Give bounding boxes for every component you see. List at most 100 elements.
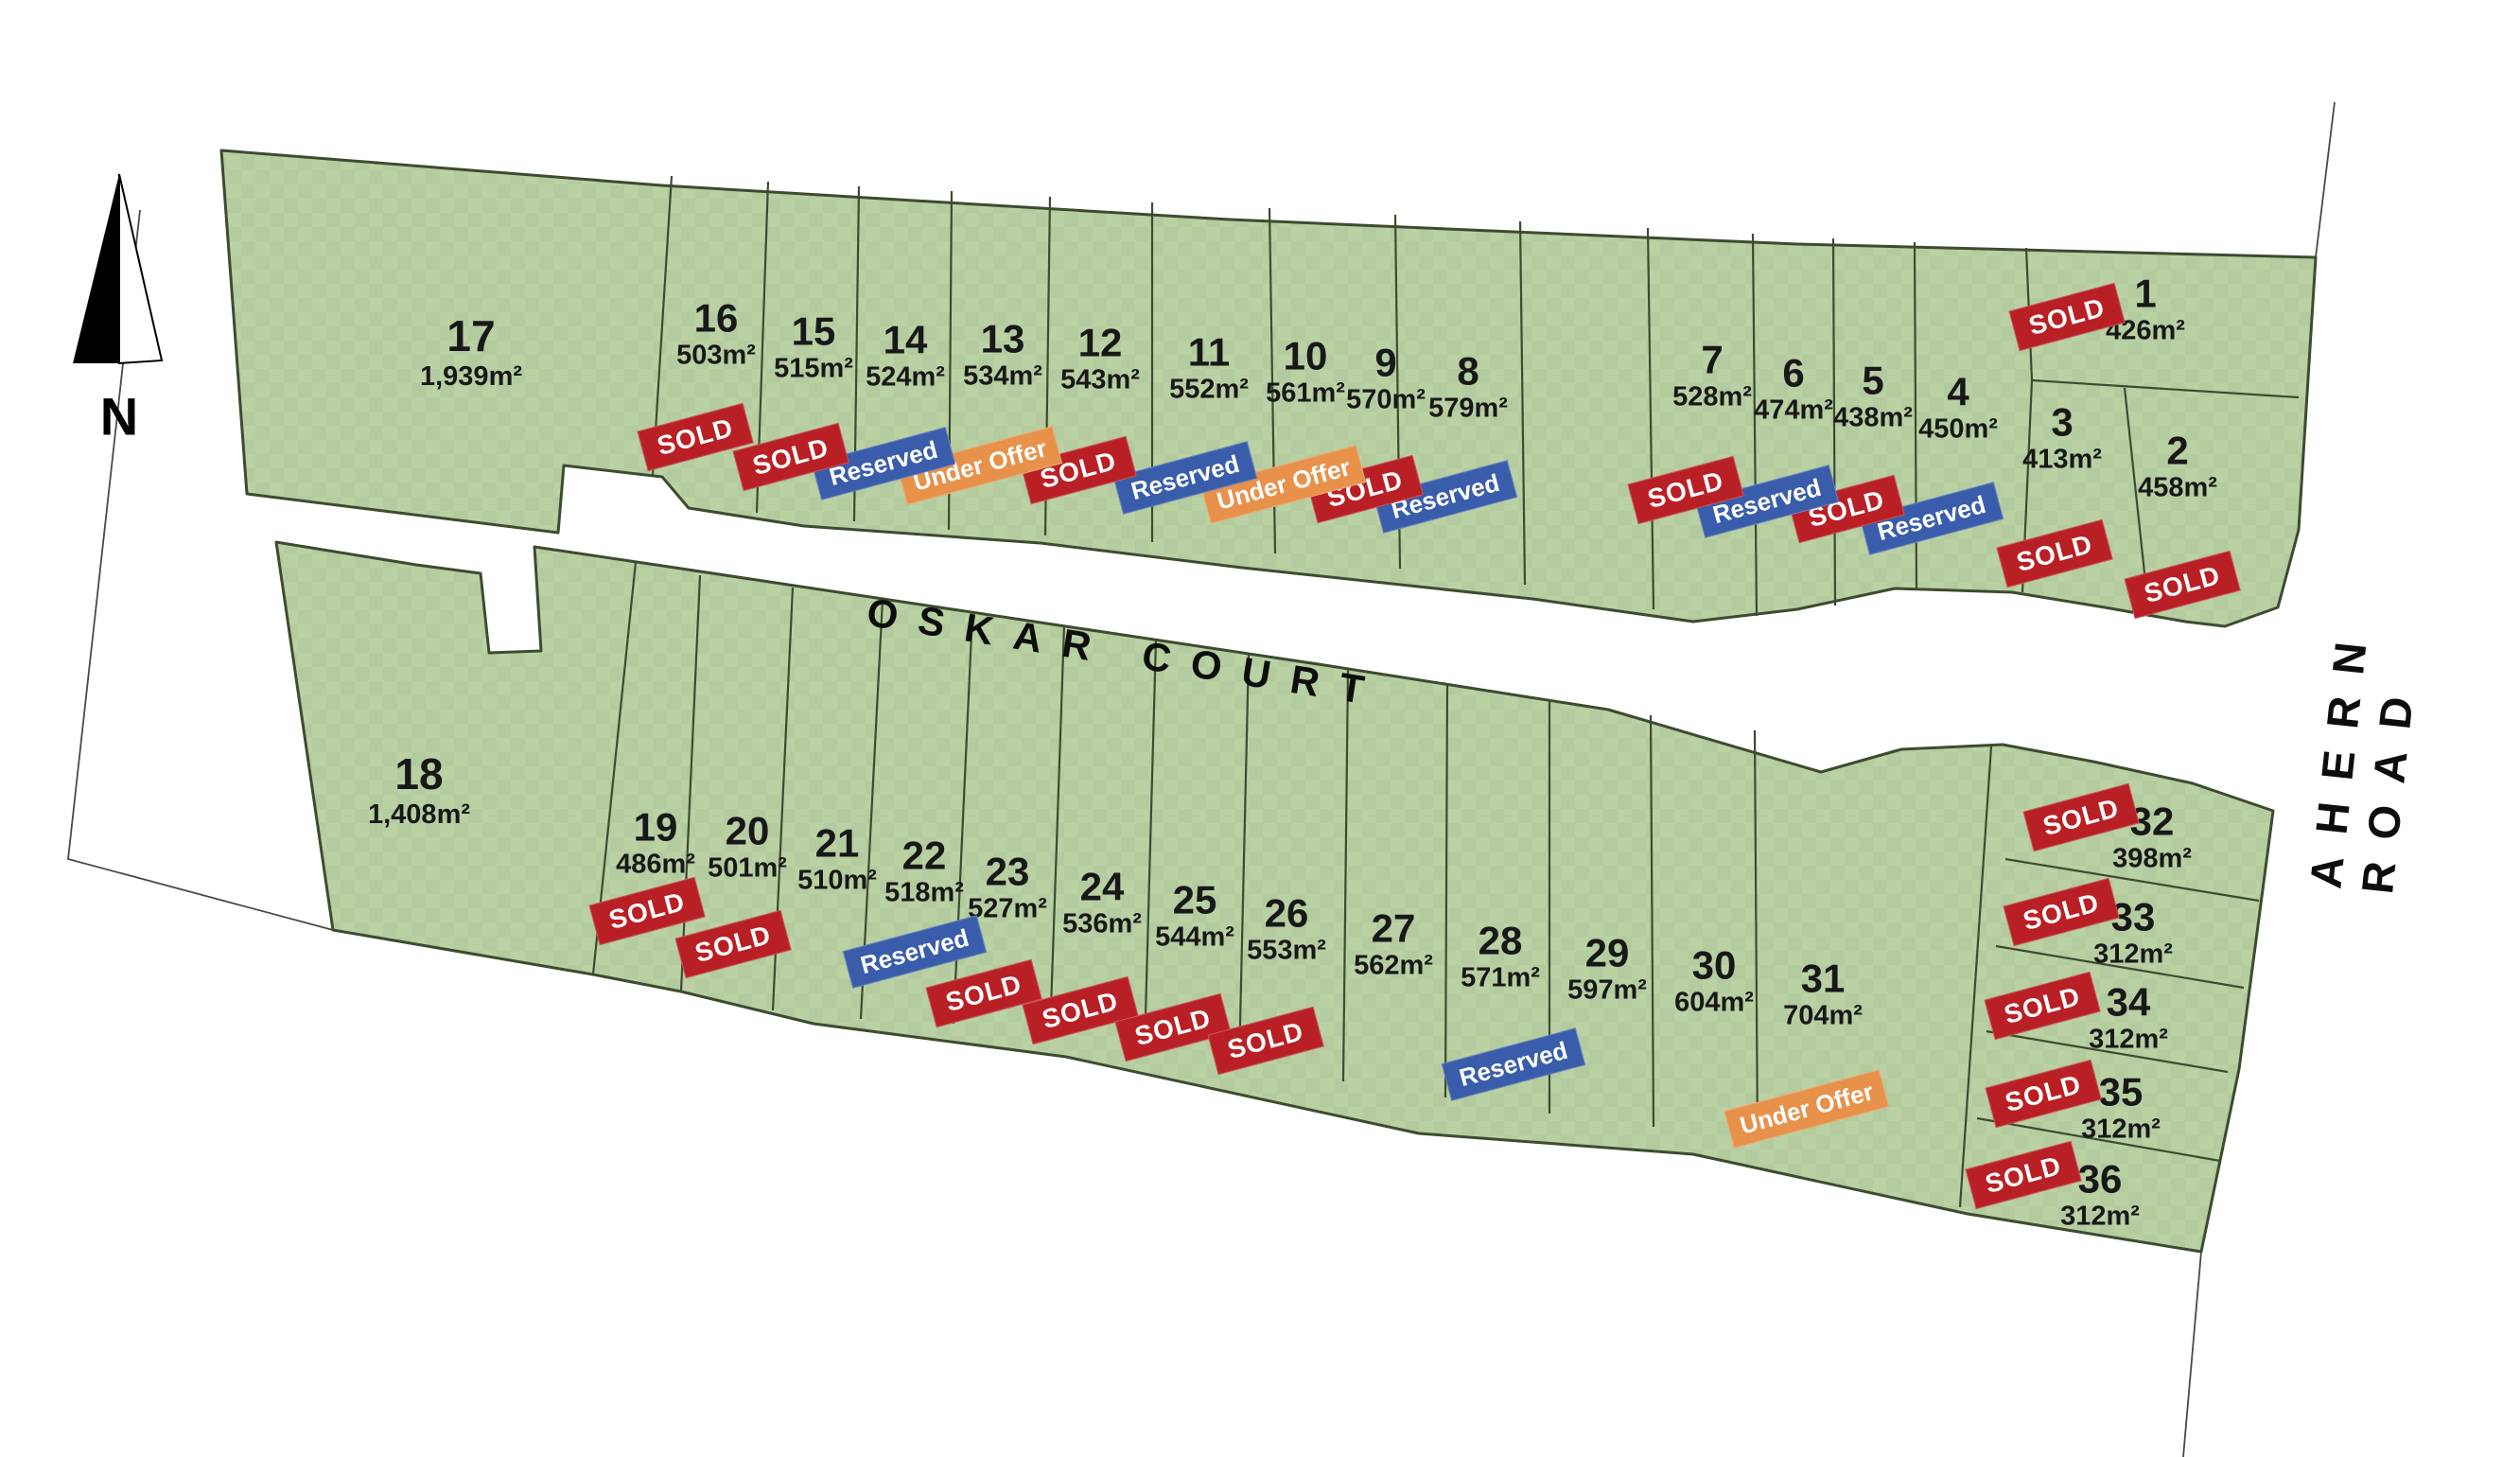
bottom-block-outline — [274, 540, 2275, 1254]
lot-area: 536m² — [1062, 908, 1142, 939]
lot-number: 36 — [2077, 1156, 2123, 1202]
lot-area: 527m² — [968, 893, 1047, 924]
lot-area: 571m² — [1461, 962, 1540, 993]
lot-area: 486m² — [616, 849, 695, 880]
lot-number: 10 — [1283, 333, 1328, 378]
lot-area: 704m² — [1783, 1000, 1863, 1031]
lot-area: 552m² — [1169, 374, 1249, 405]
lot-area: 579m² — [1428, 393, 1508, 424]
lot-area: 438m² — [1833, 402, 1913, 433]
lot-area: 312m² — [2093, 939, 2173, 970]
lot-area: 553m² — [1247, 935, 1326, 966]
lot-area: 544m² — [1155, 922, 1234, 953]
lot-area: 524m² — [866, 361, 945, 393]
lot-area: 501m² — [708, 852, 787, 884]
lot-number: 1 — [2134, 271, 2157, 316]
lot-area: 528m² — [1672, 381, 1752, 413]
lot-number: 23 — [985, 849, 1030, 894]
lot-number: 16 — [693, 295, 739, 341]
lot-number: 17 — [446, 311, 496, 361]
lot-number: 28 — [1478, 918, 1523, 963]
lot-number: 2 — [2166, 428, 2189, 473]
north-arrow-icon — [73, 173, 164, 365]
compass-north-label: N — [99, 386, 139, 447]
lot-number: 4 — [1947, 369, 1969, 414]
lot-number: 14 — [883, 317, 928, 362]
lot-area: 570m² — [1346, 384, 1426, 415]
lot-number: 27 — [1371, 905, 1416, 951]
lot-area: 458m² — [2138, 472, 2217, 503]
lot-area: 604m² — [1674, 987, 1754, 1018]
lot-number: 22 — [901, 833, 947, 878]
lot-number: 8 — [1457, 348, 1479, 394]
lot-area: 543m² — [1060, 364, 1140, 395]
lot-number: 3 — [2051, 399, 2074, 445]
lot-area: 1,408m² — [367, 799, 471, 830]
lot-number: 5 — [1862, 358, 1884, 403]
lot-number: 25 — [1172, 877, 1217, 922]
lot-area: 312m² — [2089, 1024, 2168, 1055]
lot-area: 312m² — [2081, 1114, 2161, 1145]
lot-area: 510m² — [797, 865, 877, 896]
lot-number: 6 — [1782, 350, 1805, 395]
lot-area: 518m² — [884, 877, 964, 908]
lot-number: 19 — [633, 804, 678, 850]
lot-number: 24 — [1079, 864, 1125, 909]
lot-number: 31 — [1800, 956, 1846, 1001]
lot-area: 450m² — [1918, 413, 1998, 445]
lot-area: 1,939m² — [419, 360, 523, 392]
lot-area: 503m² — [676, 340, 756, 371]
lot-area: 474m² — [1754, 395, 1833, 426]
external-boundary-lines — [67, 101, 2336, 1457]
lot-number: 12 — [1077, 320, 1123, 365]
lot-number: 29 — [1584, 930, 1630, 975]
lot-area: 515m² — [774, 353, 853, 384]
lot-area: 597m² — [1567, 974, 1647, 1006]
lot-number: 34 — [2106, 979, 2151, 1025]
lot-number: 20 — [725, 808, 770, 853]
lot-number: 15 — [791, 308, 836, 354]
lot-number: 7 — [1701, 337, 1724, 382]
lot-number: 9 — [1374, 340, 1397, 385]
lot-area: 534m² — [963, 360, 1042, 392]
lot-number: 18 — [394, 749, 444, 799]
lot-number: 11 — [1187, 329, 1231, 375]
lot-number: 21 — [814, 820, 860, 866]
lot-number: 35 — [2098, 1069, 2144, 1115]
lot-area: 561m² — [1266, 377, 1345, 409]
lot-area: 398m² — [2112, 843, 2192, 874]
